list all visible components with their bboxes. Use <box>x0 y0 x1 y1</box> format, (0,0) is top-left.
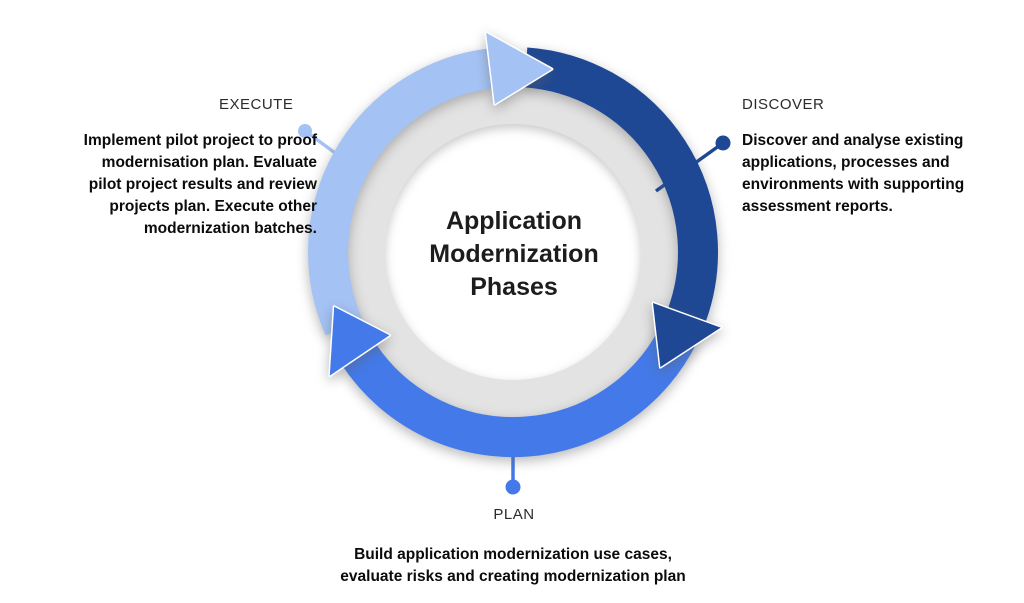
description-line: pilot project results and review <box>88 176 317 193</box>
arc-arrowheads <box>328 31 723 378</box>
description-line: evaluate risks and creating modernizatio… <box>340 568 686 585</box>
phase-label-plan: PLAN <box>493 506 535 523</box>
plan-arc <box>343 324 698 458</box>
description-line: modernization batches. <box>143 220 317 237</box>
description-line: Discover and analyse existing <box>742 132 964 149</box>
center-circle <box>384 123 642 381</box>
phase-label-discover: DISCOVER <box>742 96 825 113</box>
title-line: Phases <box>470 273 558 301</box>
phase-label-execute: EXECUTE <box>219 96 294 113</box>
execute-arrowhead-icon <box>484 31 554 106</box>
phase-description-plan: Build application modernization use case… <box>313 544 713 588</box>
description-line: modernisation plan. Evaluate <box>101 154 317 171</box>
execute-arc <box>308 48 494 336</box>
execute-connector-dot <box>298 124 312 138</box>
discover-connector-dot <box>715 135 731 151</box>
description-line: projects plan. Execute other <box>109 198 317 215</box>
phase-description-discover: Discover and analyse existing applicatio… <box>742 130 1002 218</box>
description-line: Build application modernization use case… <box>354 546 672 563</box>
track-ring <box>348 87 678 417</box>
phase-description-execute: Implement pilot project to proof moderni… <box>17 130 317 240</box>
title-line: Modernization <box>429 240 599 268</box>
plan-connector-dot <box>505 479 521 495</box>
description-line: assessment reports. <box>742 198 893 215</box>
diagram-title: Application Modernization Phases <box>364 205 664 304</box>
description-line: Implement pilot project to proof <box>83 132 317 149</box>
arc-bodies <box>308 47 718 458</box>
plan-arrowhead-icon <box>328 305 391 378</box>
description-line: applications, processes and <box>742 154 950 171</box>
title-line: Application <box>445 207 583 235</box>
discover-arrowhead-icon <box>651 301 723 369</box>
description-line: environments with supporting <box>742 176 965 193</box>
discover-arc <box>524 47 718 323</box>
